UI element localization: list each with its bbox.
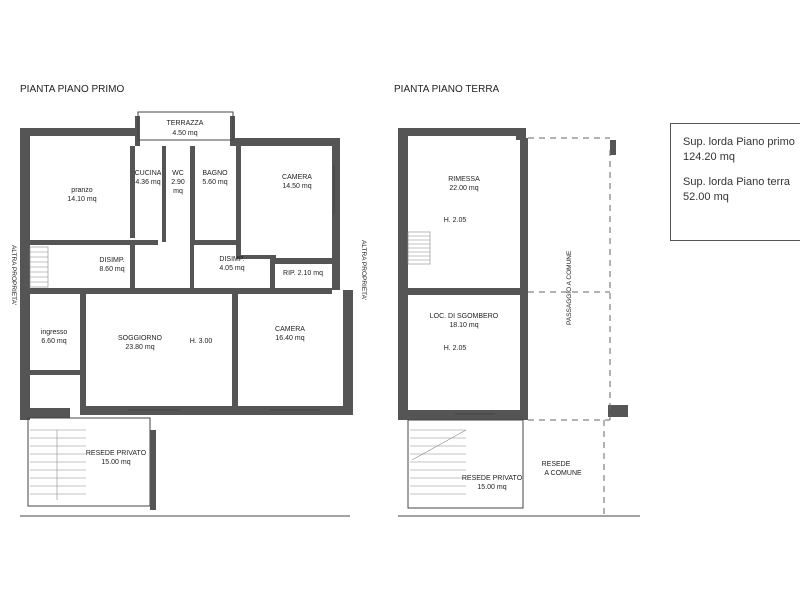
wall bbox=[190, 240, 238, 245]
wall bbox=[230, 138, 340, 146]
label-rip: RIP. 2.10 mq bbox=[283, 270, 323, 277]
height-sgombero: H. 2.05 bbox=[444, 345, 467, 352]
wall bbox=[236, 146, 241, 258]
area-rimessa: 22.00 mq bbox=[449, 185, 478, 192]
label-camera-bottom: CAMERA bbox=[275, 326, 305, 333]
wall bbox=[162, 146, 166, 242]
wall bbox=[130, 146, 135, 238]
label-disimp-left: DISIMP. bbox=[99, 257, 124, 264]
external-stairs-ground bbox=[410, 429, 467, 495]
area-disimp-right: 4.05 mq bbox=[219, 265, 244, 272]
wall bbox=[398, 128, 408, 416]
wall bbox=[270, 262, 275, 288]
label-camera-top: CAMERA bbox=[282, 174, 312, 181]
summary-first-floor-label: Sup. lorda Piano primo bbox=[683, 136, 795, 148]
label-resede-comune-1: RESEDE bbox=[542, 461, 571, 468]
wall bbox=[520, 138, 528, 288]
wall bbox=[270, 258, 340, 264]
label-altra-proprieta-left: ALTRA PROPRIETA' bbox=[10, 245, 17, 305]
stairs-left bbox=[29, 246, 49, 288]
label-altra-proprieta-right: ALTRA PROPRIETA' bbox=[360, 240, 367, 300]
wall bbox=[332, 140, 340, 290]
area-disimp-left: 8.60 mq bbox=[99, 266, 124, 273]
label-disimp-right: DISIMP. bbox=[219, 256, 244, 263]
wall bbox=[236, 255, 276, 259]
surface-summary-box: Sup. lorda Piano primo 124.20 mq Sup. lo… bbox=[670, 123, 800, 241]
label-ingresso: ingresso bbox=[41, 329, 68, 336]
area-wc: 2.90 bbox=[171, 179, 185, 186]
area-camera-bottom: 16.40 mq bbox=[275, 335, 304, 342]
external-stairs bbox=[30, 429, 86, 500]
wall bbox=[80, 294, 86, 409]
wall bbox=[516, 128, 526, 140]
area-terrazza: 4.50 mq bbox=[172, 130, 197, 137]
area-camera-top: 14.50 mq bbox=[282, 183, 311, 190]
label-terrazza: TERRAZZA bbox=[167, 120, 204, 127]
summary-ground-floor-label: Sup. lorda Piano terra bbox=[683, 176, 791, 188]
first-floor-plan: TERRAZZA 4.50 mq pranzo 14.10 mq CUCINA … bbox=[10, 111, 367, 517]
label-cucina: CUCINA bbox=[135, 170, 162, 177]
label-bagno: BAGNO bbox=[202, 170, 228, 177]
label-rimessa: RIMESSA bbox=[448, 176, 480, 183]
label-soggiorno: SOGGIORNO bbox=[118, 335, 163, 342]
wall bbox=[520, 295, 528, 420]
label-resede-comune-2: A COMUNE bbox=[544, 470, 582, 477]
wall bbox=[20, 128, 136, 136]
title-first-floor: PIANTA PIANO PRIMO bbox=[20, 84, 124, 95]
wall bbox=[150, 430, 156, 510]
area-sgombero: 18.10 mq bbox=[449, 322, 478, 329]
wall bbox=[232, 294, 238, 409]
wall bbox=[20, 408, 70, 418]
wall bbox=[28, 370, 82, 375]
wall bbox=[28, 288, 332, 294]
wall bbox=[190, 245, 194, 288]
label-wc: WC bbox=[172, 170, 184, 177]
wall bbox=[398, 410, 528, 420]
title-ground-floor: PIANTA PIANO TERRA bbox=[394, 84, 500, 95]
unit-wc: mq bbox=[173, 188, 183, 195]
height-rimessa: H. 2.05 bbox=[444, 217, 467, 224]
summary-ground-floor-value: 52.00 mq bbox=[683, 191, 729, 203]
stairs-ground bbox=[407, 231, 431, 265]
label-resede-privato-first: RESEDE PRIVATO bbox=[86, 450, 147, 457]
area-ingresso: 6.60 mq bbox=[41, 338, 66, 345]
wall bbox=[28, 240, 158, 245]
summary-first-floor-value: 124.20 mq bbox=[683, 151, 735, 163]
height-soggiorno: H. 3.00 bbox=[190, 338, 213, 345]
wall bbox=[130, 245, 135, 288]
ground-floor-plan: RIMESSA 22.00 mq H. 2.05 LOC. DI SGOMBER… bbox=[398, 128, 640, 517]
resede-privato-ground-outline bbox=[407, 419, 524, 509]
wall bbox=[398, 288, 528, 295]
wall bbox=[190, 146, 195, 242]
wall bbox=[20, 130, 30, 420]
label-resede-privato-ground: RESEDE PRIVATO bbox=[462, 475, 523, 482]
area-soggiorno: 23.80 mq bbox=[125, 344, 154, 351]
label-passaggio-a-comune: PASSAGGIO A COMUNE bbox=[566, 250, 573, 325]
wall bbox=[80, 406, 353, 415]
area-bagno: 5.60 mq bbox=[202, 179, 227, 186]
label-pranzo: pranzo bbox=[71, 187, 93, 194]
wall bbox=[608, 405, 628, 417]
area-cucina: 4.36 mq bbox=[135, 179, 160, 186]
wall bbox=[398, 128, 516, 136]
wall bbox=[343, 290, 353, 415]
area-resede-privato-first: 15.00 mq bbox=[101, 459, 130, 466]
wall bbox=[610, 140, 616, 155]
area-resede-privato-ground: 15.00 mq bbox=[477, 484, 506, 491]
label-sgombero: LOC. DI SGOMBERO bbox=[430, 313, 499, 320]
terrace-outline bbox=[137, 111, 234, 141]
area-pranzo: 14.10 mq bbox=[67, 196, 96, 203]
